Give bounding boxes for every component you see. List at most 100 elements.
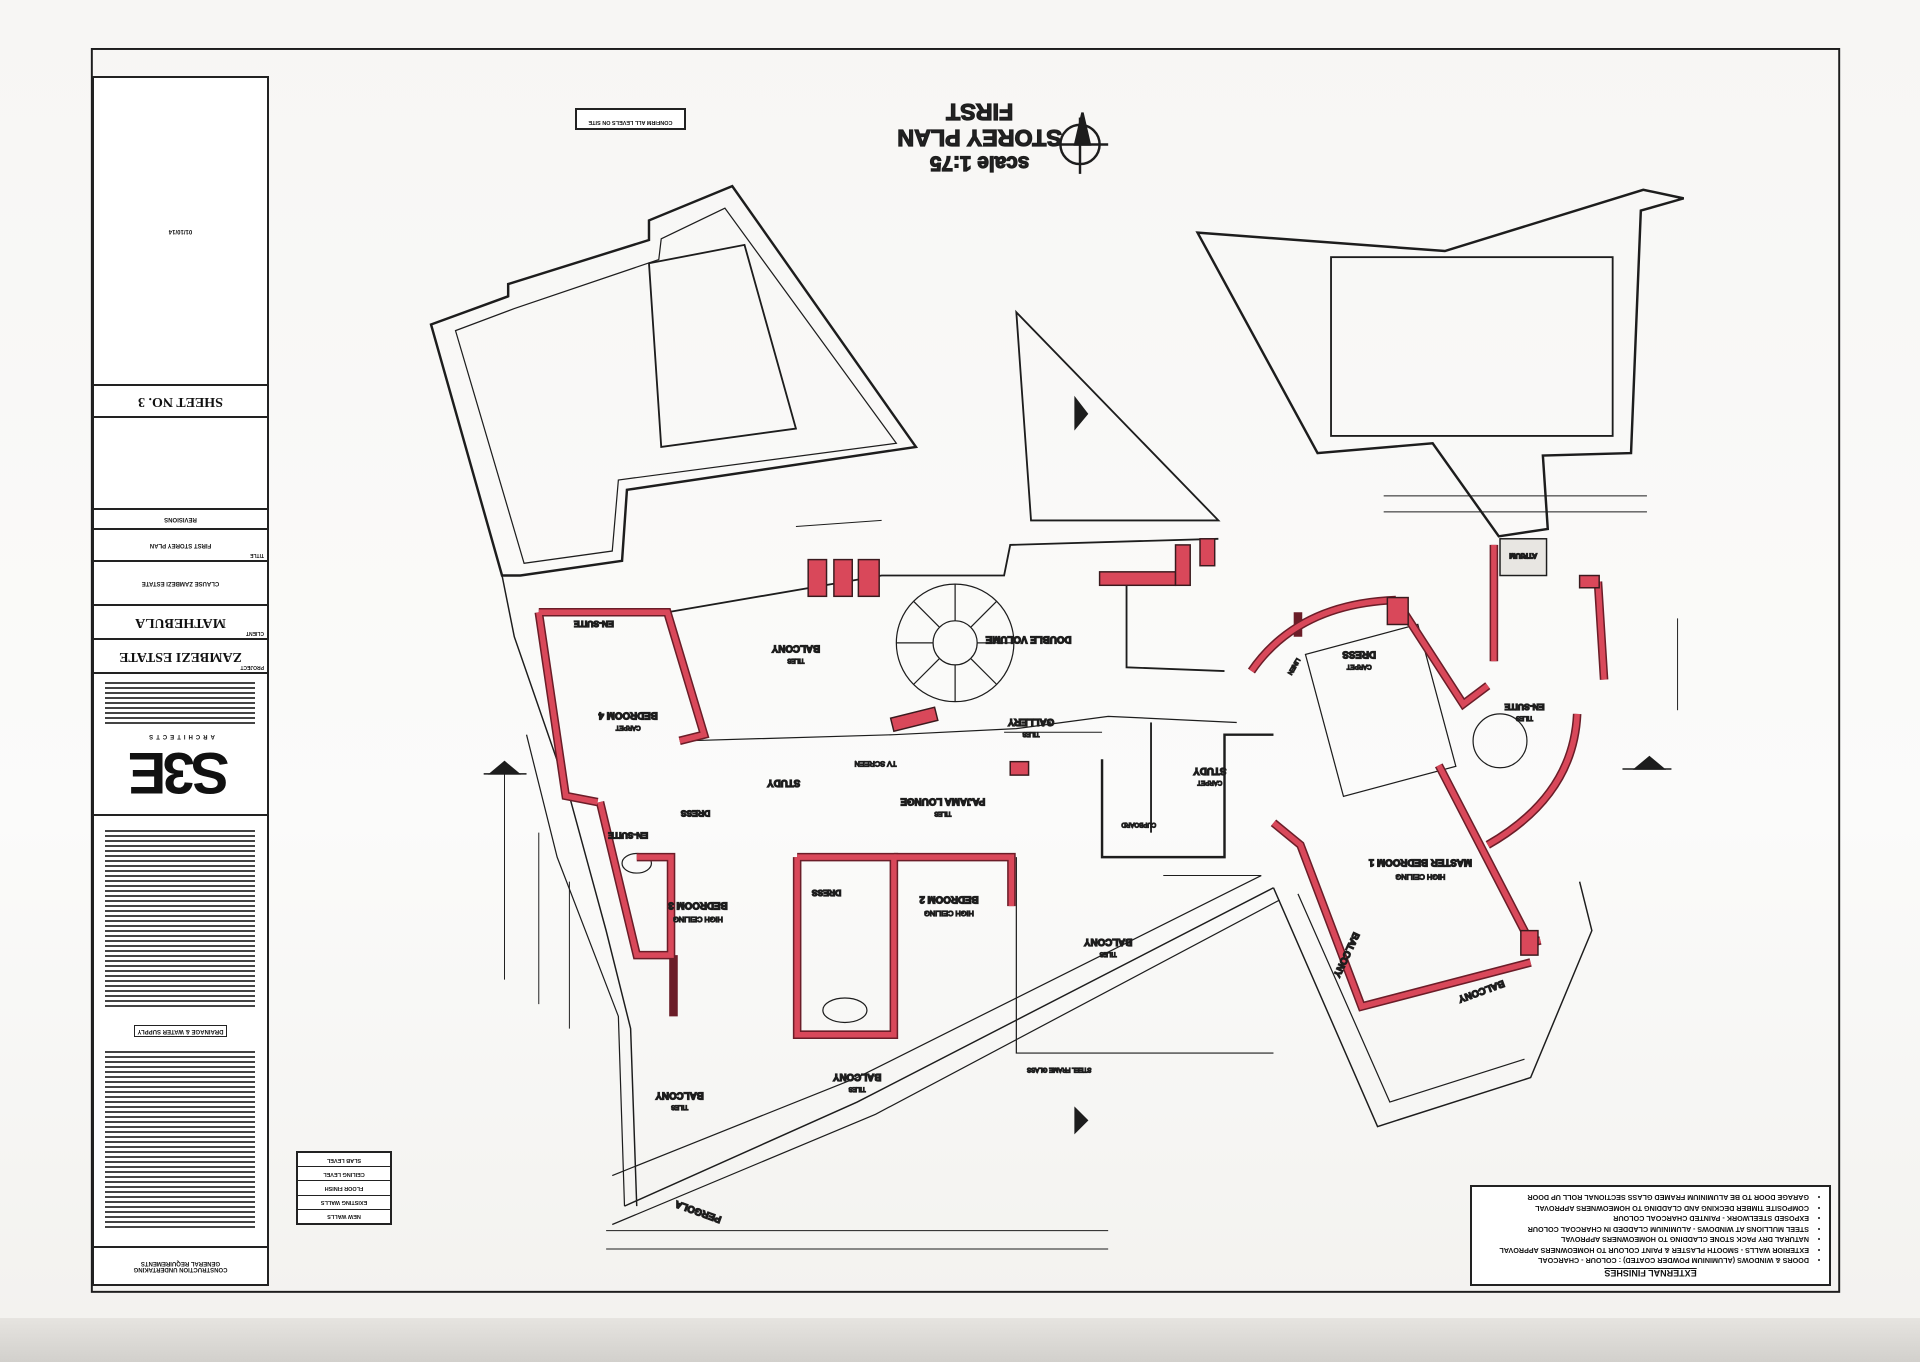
room-label: GALLERY — [1007, 716, 1054, 727]
room-finish: TILES — [849, 1085, 866, 1092]
room-label: LINEN — [1286, 657, 1301, 676]
room-finish: CARPET — [1347, 663, 1372, 670]
atrium — [1499, 538, 1548, 577]
room-finish: TILES — [1023, 730, 1040, 737]
plan-title-line2: STOREY PLAN — [897, 125, 1062, 151]
room-label: BEDROOM 4 — [598, 710, 658, 721]
drainage-label: DRAINAGE & WATER SUPPLY — [134, 1025, 227, 1037]
spiral-staircase — [895, 583, 1015, 703]
sheet-number: SHEET NO. 3 — [94, 384, 267, 416]
room-sub: HIGH CEILING — [1395, 872, 1445, 881]
drawing-title-label: TITLE — [250, 552, 264, 558]
room-label: DRESS — [680, 809, 710, 819]
project-field: ZAMBEZI ESTATE — [119, 649, 242, 664]
legend-item: CEILING LEVEL — [298, 1166, 390, 1181]
terrace-outline — [429, 184, 919, 577]
client-field: MATHEBULA — [135, 615, 226, 630]
room-label: DOUBLE VOLUME — [985, 634, 1071, 645]
plan-scale: scale 1:75 — [930, 152, 1029, 175]
roof-area — [648, 243, 798, 448]
room-label: ATRIUM — [1509, 551, 1537, 560]
room-finish: CARPET — [1197, 779, 1222, 786]
room-finish: TILES — [1100, 951, 1117, 958]
logo-block: S3E ARCHITECTS — [94, 672, 267, 814]
bath-icon — [1472, 713, 1528, 769]
construction-label: CONSTRUCTION UNDERTAKING — [133, 1266, 228, 1272]
room-label: EN-SUITE — [1504, 702, 1544, 712]
room-label: BALCONY — [655, 1089, 704, 1100]
note-box: CONFIRM ALL LEVELS ON SITE — [575, 108, 686, 130]
outline-line — [1015, 857, 1274, 1054]
gallery-line — [685, 715, 1237, 742]
finish-item: EXTERIOR WALLS - SMOOTH PLASTER & PAINT … — [1482, 1245, 1809, 1255]
wall — [1100, 733, 1274, 859]
room-label: CUPBOARD — [1121, 821, 1156, 828]
room-label: DRESS — [1342, 648, 1376, 659]
dress-unit — [1304, 623, 1457, 798]
garage-roof-inner — [1330, 256, 1614, 437]
project-label: PROJECT — [240, 664, 264, 670]
finish-item: NATURAL DRY PACK STONE CLADDING TO HOMEO… — [1482, 1234, 1809, 1245]
general-label: GENERAL REQUIREMENTS — [140, 1260, 221, 1266]
legend-item: NEW WALLS — [298, 1208, 390, 1223]
room-label: BALCONY — [771, 642, 820, 653]
room-label: EN-SUITE — [608, 831, 648, 841]
legend-item: EXISTING WALLS — [298, 1194, 390, 1209]
room-label: BEDROOM 3 — [668, 899, 728, 910]
room-sub: HIGH CEILING — [673, 915, 723, 924]
project-row: PROJECT ZAMBEZI ESTATE — [94, 638, 267, 672]
finish-item: GARAGE DOOR TO BE ALUMINIUM FRAMED GLASS… — [1482, 1192, 1809, 1203]
balcony-edge — [1297, 893, 1525, 1103]
dimension-lines — [504, 495, 1679, 1250]
legend-item: SLAB LEVEL — [326, 1156, 362, 1163]
plan-title-line1: FIRST — [946, 99, 1013, 125]
legend-item: FLOOR FINISH — [298, 1180, 390, 1195]
room-finish: TILES — [934, 810, 951, 817]
room-label: BALCONY — [832, 1071, 881, 1082]
room-label: STEEL FRAME GLASS — [1027, 1066, 1091, 1073]
client-label: CLIENT — [245, 630, 264, 636]
revisions-field: REVISIONS — [94, 508, 267, 528]
red-walls — [534, 544, 1609, 1039]
architect-name: ARCHITECTS — [146, 733, 215, 739]
legend-box: NEW WALLS EXISTING WALLS FLOOR FINISH CE… — [296, 1151, 392, 1225]
finish-item: STEEL MULLIONS AT WINDOWS - ALUMINIUM CL… — [1482, 1224, 1809, 1234]
drawing-title-row: TITLE FIRST STOREY PLAN — [94, 528, 267, 560]
table-surface — [0, 1318, 1920, 1362]
room-label: PERGOLA — [674, 1198, 723, 1225]
outline-line — [501, 575, 638, 1207]
address-field: CLAUSE ZAMBEZI ESTATE — [94, 560, 267, 604]
plan-title: FIRST STOREY PLAN scale 1:75 — [897, 98, 1063, 175]
drawing-title-field: FIRST STOREY PLAN — [149, 542, 212, 548]
outline-line — [525, 734, 626, 1207]
pergola-edge — [612, 899, 1280, 1226]
garage-roof-outline — [1195, 188, 1685, 538]
room-label: PAJAMA LOUNGE — [900, 795, 985, 806]
date-field: 01/10/14 — [168, 228, 193, 234]
client-row: CLIENT MATHEBULA — [94, 604, 267, 638]
finishes-title: EXTERNAL FINISHES — [1604, 1268, 1697, 1278]
room-finish: TILES — [671, 1104, 688, 1111]
balcony-edge — [624, 887, 1274, 1207]
finish-item: EXPOSED STEELWORK - PAINTED CHARCOAL COL… — [1482, 1213, 1809, 1224]
outline-line — [1125, 575, 1225, 672]
room-sub: HIGH CEILING — [924, 909, 974, 918]
room-label: BEDROOM 2 — [919, 893, 979, 904]
sheet-border — [90, 48, 1841, 1293]
room-finish: TILES — [1516, 714, 1533, 721]
finish-item: DOORS & WINDOWS (ALUMINIUM POWDER COATED… — [1482, 1255, 1809, 1266]
red-walls-fill — [536, 544, 1607, 1038]
room-finish: CARPET — [616, 724, 641, 731]
north-arrow-icon — [1053, 112, 1109, 174]
room-label: STUDY — [767, 777, 801, 788]
room-label: MASTER BEDROOM 1 — [1368, 857, 1472, 868]
terrace-inner — [454, 207, 898, 564]
room-label: TV SCREEN — [855, 760, 897, 769]
room-label: STUDY — [1193, 765, 1227, 776]
double-volume-roof — [1015, 309, 1221, 522]
red-columns — [807, 538, 1600, 956]
